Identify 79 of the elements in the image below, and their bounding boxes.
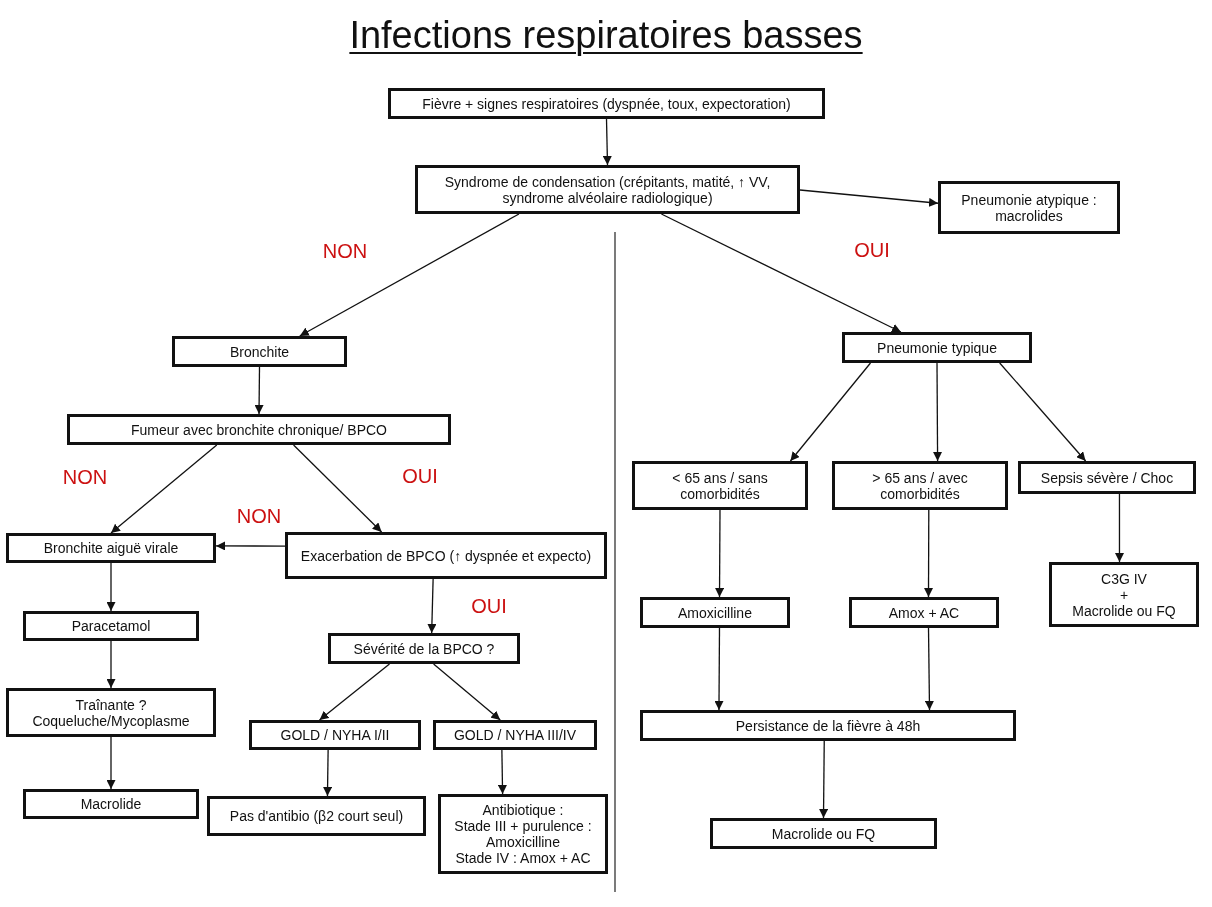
process-box (6, 533, 216, 563)
box-text: Paracetamol (71, 618, 151, 634)
process-box (207, 796, 426, 836)
box-text: Traînante ? (75, 696, 147, 713)
arrow (427, 578, 437, 634)
process-box (842, 332, 1032, 363)
arrow (215, 541, 286, 551)
box-text: > 65 ans / avec comorbidités (871, 469, 969, 502)
box-text: Macrolide ou FQ (771, 825, 876, 842)
arrow (292, 444, 383, 533)
process-box (67, 414, 451, 445)
box-text: Syndrome de condensation (crépitants, matité, ↑ VV, syndrome alvéolaire radiologique) (443, 173, 772, 206)
box-text: Macrolide ou FQ (1072, 602, 1176, 619)
box-text: Bronchite (229, 343, 290, 360)
arrow (819, 740, 829, 819)
process-box (640, 597, 790, 628)
box-text: Amox + AC (888, 604, 960, 621)
arrow (106, 640, 116, 689)
process-box (632, 461, 808, 510)
arrow (714, 627, 724, 711)
arrow (789, 362, 872, 462)
arrow (715, 509, 725, 598)
box-text: Persistance de la fièvre à 48h (735, 717, 921, 734)
process-box (849, 597, 999, 628)
arrow (924, 627, 934, 711)
box-text: C3G IV (1101, 570, 1147, 587)
process-box (328, 633, 520, 664)
box-text: Amoxicilline (678, 604, 752, 621)
box-text: Pneumonie atypique : macrolides (960, 191, 1098, 224)
arrow (254, 366, 264, 415)
arrow (933, 362, 943, 462)
process-box (433, 720, 597, 750)
box-text: Exacerbation de BPCO (↑ dyspnée et expecto) (300, 547, 592, 564)
arrow (323, 749, 333, 797)
box-text: Stade IV : Amox + AC (455, 850, 591, 866)
process-box (415, 165, 800, 214)
process-box (6, 688, 216, 737)
process-box (249, 720, 421, 750)
box-text: Bronchite aiguë virale (43, 540, 179, 556)
box-text: Antibiotique : (482, 802, 564, 818)
process-box (832, 461, 1008, 510)
box-text: Pneumonie typique (877, 339, 997, 356)
process-box (285, 532, 607, 579)
box-text: Sepsis sévère / Choc (1040, 469, 1174, 486)
arrow (924, 509, 934, 598)
box-text: Sévérité de la BPCO ? (353, 640, 495, 657)
box-text: GOLD / NYHA III/IV (453, 727, 577, 743)
arrow (602, 118, 612, 166)
box-text: Stade III + purulence : Amoxicilline (453, 818, 593, 850)
box-text: GOLD / NYHA I/II (280, 727, 390, 743)
process-box (1018, 461, 1196, 494)
diagram-title: Infections respiratoires basses (349, 14, 863, 57)
process-box (23, 611, 199, 641)
arrow (1115, 493, 1124, 563)
box-text: + (1119, 586, 1129, 603)
process-box (172, 336, 347, 367)
process-box (938, 181, 1120, 234)
box-text: < 65 ans / sans comorbidités (671, 469, 769, 502)
arrow (106, 736, 116, 790)
arrow (660, 213, 902, 333)
arrow (318, 663, 391, 721)
arrow (799, 189, 939, 207)
arrow (497, 749, 507, 795)
process-box (438, 794, 608, 874)
process-box (23, 789, 199, 819)
box-text: Coqueluche/Mycoplasme (32, 712, 190, 729)
arrow (299, 213, 520, 337)
process-box (710, 818, 937, 849)
box-text: Fumeur avec bronchite chronique/ BPCO (131, 421, 387, 438)
process-box (1049, 562, 1199, 627)
arrow (999, 362, 1087, 462)
arrow (110, 444, 218, 534)
box-text: Pas d'antibio (β2 court seul) (229, 808, 404, 824)
arrow (432, 663, 501, 721)
box-text: Macrolide (80, 796, 142, 812)
box-text: Fièvre + signes respiratoires (dyspnée, toux, expectoration) (422, 95, 791, 112)
process-box (640, 710, 1016, 741)
arrow (106, 562, 116, 612)
process-box (388, 88, 825, 119)
